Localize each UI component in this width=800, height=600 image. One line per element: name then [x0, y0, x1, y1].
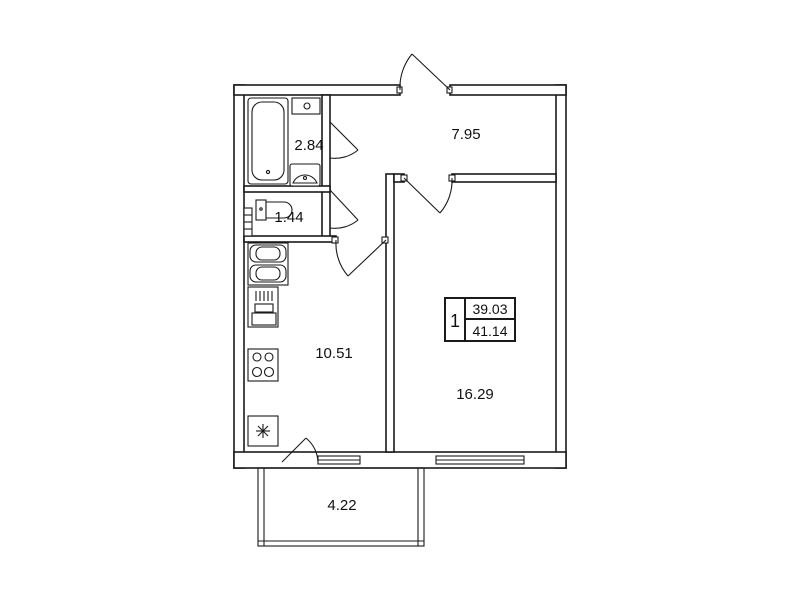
balcony-door: [281, 437, 319, 463]
windows: [317, 455, 525, 465]
bathroom-door: [329, 121, 359, 159]
area-summary-badge: 1 39.03 41.14: [444, 297, 516, 342]
entrance-door: [396, 53, 453, 94]
stove: [247, 348, 279, 382]
room-area-living-room: 16.29: [456, 386, 494, 403]
ventilation-icon: [247, 415, 279, 447]
room-area-hallway: 7.95: [451, 126, 480, 143]
bathtub: [247, 97, 289, 185]
dishwasher: [247, 286, 279, 328]
living-room-door: [400, 174, 456, 214]
room-area-balcony: 4.22: [327, 497, 356, 514]
shower-valve-icon: [291, 97, 321, 115]
balcony-outline: [257, 467, 425, 547]
toilet-bowl: [255, 199, 293, 221]
total-area: 41.14: [472, 323, 507, 339]
room-count: 1: [450, 311, 460, 331]
washbasin: [289, 163, 321, 187]
room-area-kitchen: 10.51: [315, 345, 353, 362]
interior-walls: [243, 94, 557, 453]
double-sink: [247, 242, 289, 286]
toilet-door: [329, 189, 359, 229]
radiator: [243, 207, 253, 237]
kitchen-door: [331, 236, 389, 277]
living-area: 39.03: [472, 301, 507, 317]
room-area-toilet: 1.44: [274, 209, 303, 226]
room-area-bathroom: 2.84: [294, 137, 323, 154]
